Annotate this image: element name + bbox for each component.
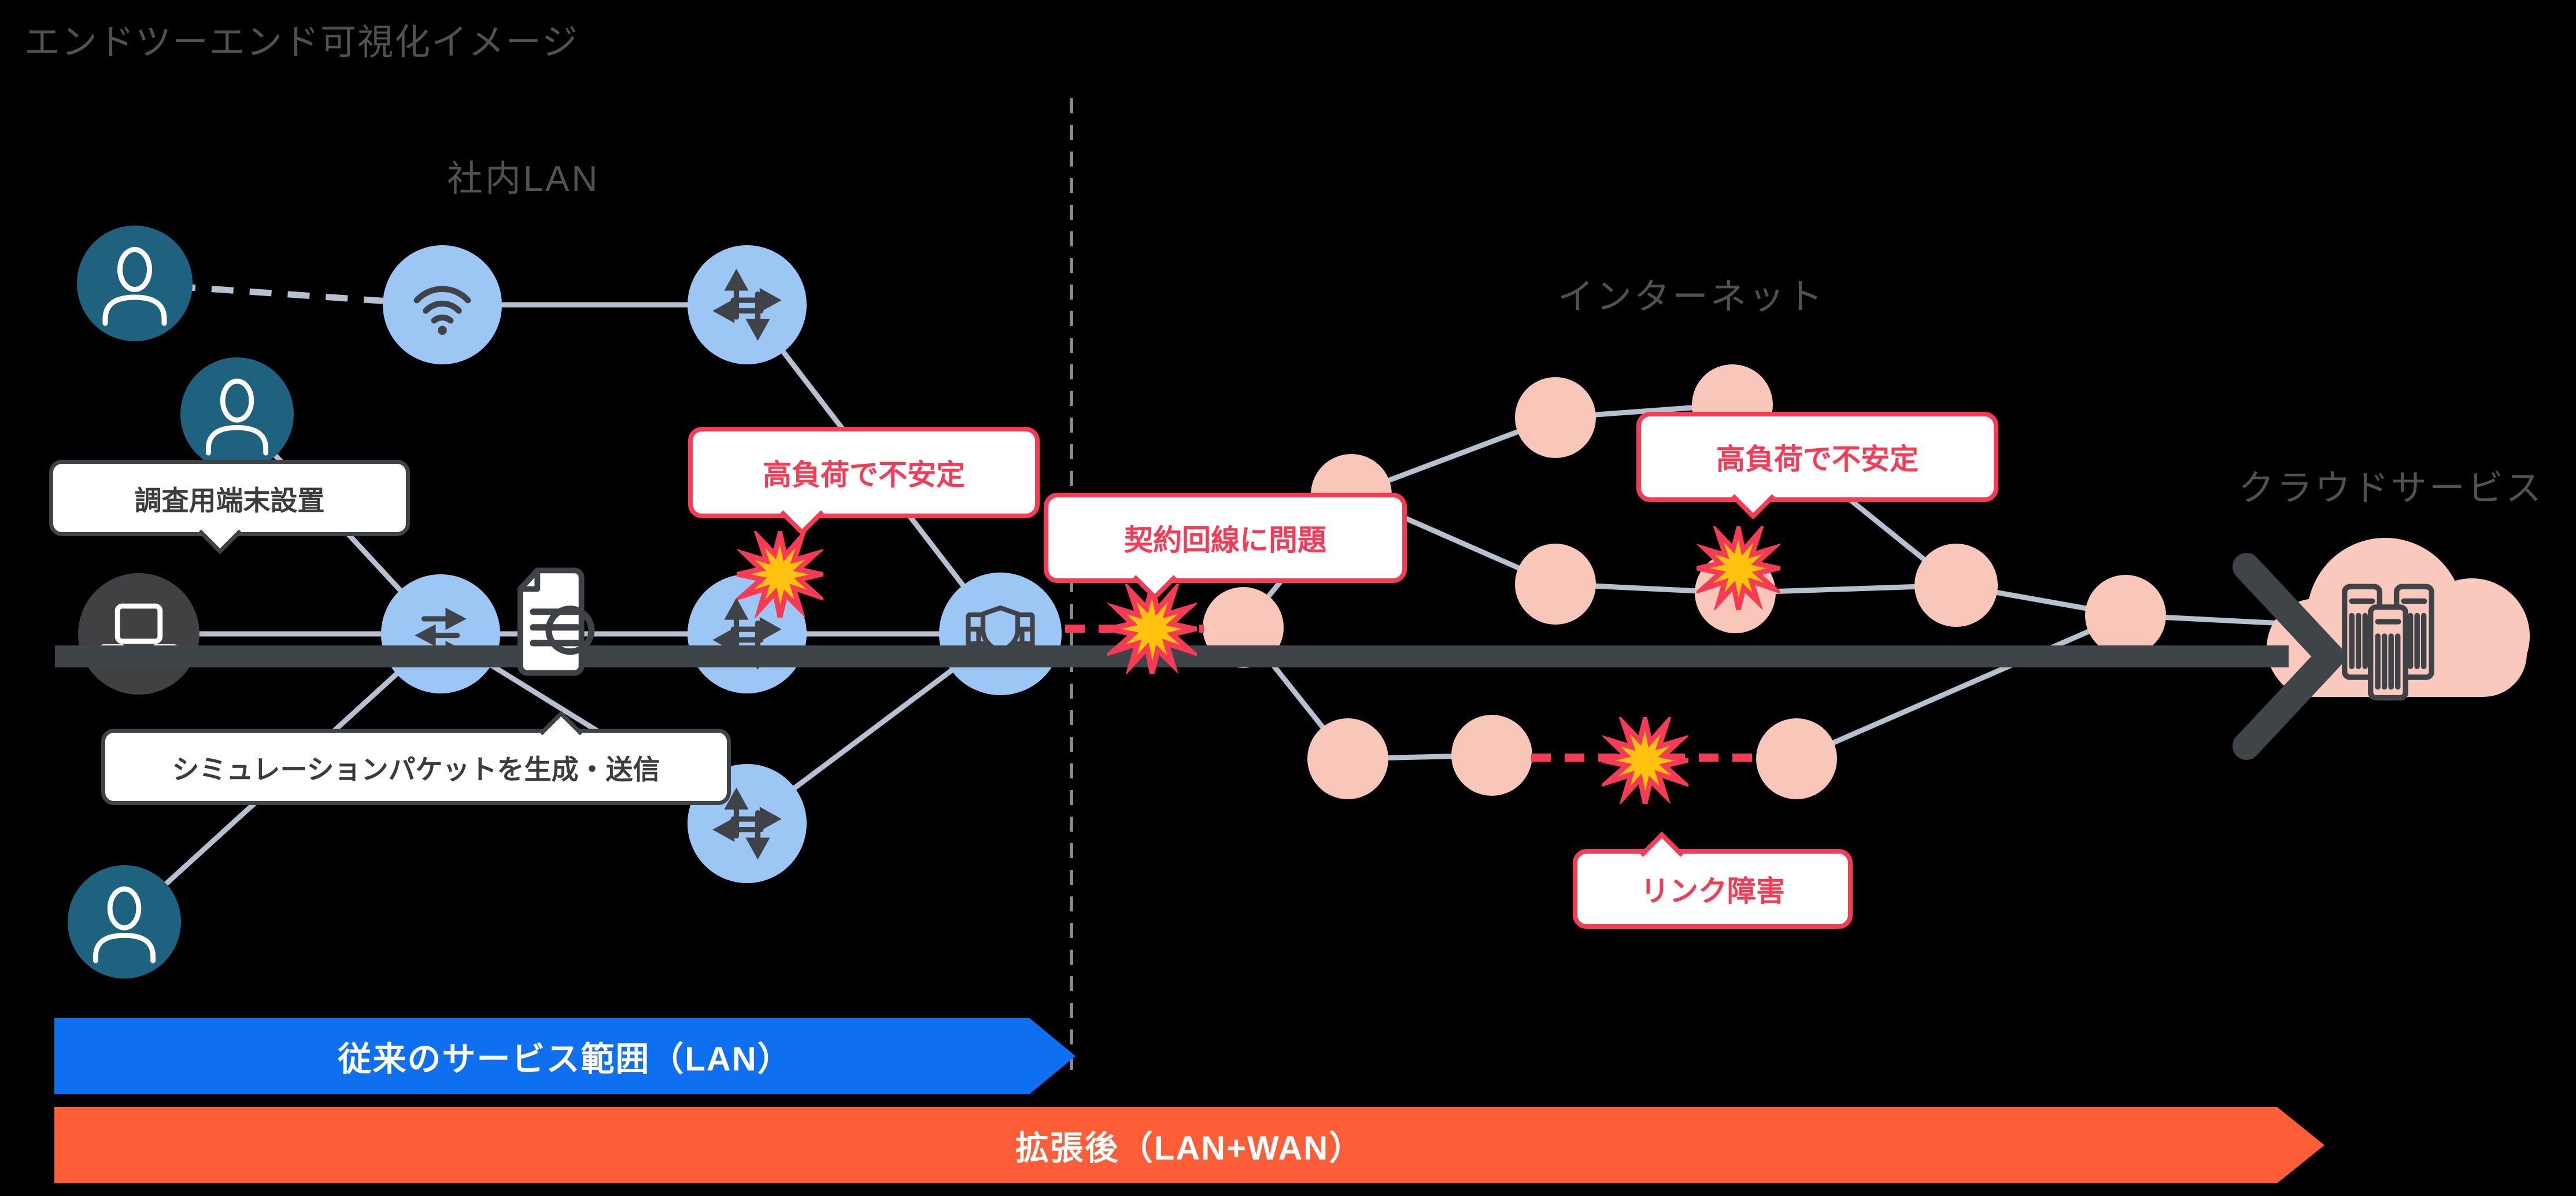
label-internet: インターネット [1557, 277, 1825, 317]
node-probe-laptop [78, 573, 199, 695]
firewall-icon [966, 605, 1035, 661]
label-lan: 社内LAN [446, 159, 600, 199]
callout-simulation: シミュレーションパケットを生成・送信 [101, 711, 731, 805]
packet-document-icon [517, 567, 604, 676]
person-icon [205, 378, 269, 456]
callout-terminal-text: 調査用端末設置 [134, 485, 325, 516]
callout-high-load-lan: 高負荷で不安定 [688, 427, 1040, 536]
legend-bar-lan-text: 従来のサービス範囲（LAN） [338, 1040, 792, 1078]
node-user-1 [77, 226, 193, 341]
cloud-servers-icon [2342, 584, 2434, 701]
node-router-top [688, 245, 807, 364]
node-user-3 [68, 865, 181, 979]
path-arrowhead [2233, 553, 2344, 760]
callout-simulation-text: シミュレーションパケットを生成・送信 [172, 754, 660, 785]
node-switch [381, 574, 500, 693]
node-internet-k [2085, 575, 2166, 656]
label-cloud: クラウドサービス [2238, 468, 2544, 508]
node-internet-h [1307, 718, 1388, 799]
legend-bar-wan: 拡張後（LAN+WAN） [54, 1107, 2324, 1183]
legend-bar-wan-text: 拡張後（LAN+WAN） [1015, 1129, 1364, 1167]
callout-high-load-internet-text: 高負荷で不安定 [1716, 443, 1919, 475]
legend-bar-lan: 従来のサービス範囲（LAN） [54, 1018, 1076, 1094]
node-internet-f [1915, 544, 1998, 627]
explosion-icon [737, 531, 823, 618]
person-icon [93, 886, 156, 964]
node-firewall [939, 573, 1062, 695]
callout-high-load-internet: 高負荷で不安定 [1636, 412, 1998, 520]
explosion-icon [1602, 717, 1688, 804]
explosion-icon [1107, 584, 1197, 674]
callout-link-failure-text: リンク障害 [1640, 875, 1785, 907]
wifi-icon [413, 286, 471, 335]
edge-j-k [1795, 612, 2127, 762]
node-internet-a [1515, 377, 1596, 458]
node-internet-j [1756, 718, 1837, 799]
node-internet-i [1451, 715, 1532, 796]
node-wifi-ap [383, 245, 502, 364]
page-title: エンドツーエンド可視化イメージ [24, 23, 579, 62]
callout-high-load-lan-text: 高負荷で不安定 [763, 459, 965, 491]
callout-terminal: 調査用端末設置 [49, 460, 410, 554]
callout-line-problem-text: 契約回線に問題 [1124, 524, 1326, 556]
person-icon [102, 247, 167, 326]
node-user-2 [180, 357, 294, 471]
router-icon [712, 787, 782, 860]
router-icon [712, 268, 782, 341]
callout-line-problem: 契約回線に問題 [1044, 493, 1407, 601]
callout-link-failure: リンク障害 [1573, 831, 1853, 929]
explosion-icon [1697, 526, 1780, 610]
node-internet-d [1515, 544, 1596, 625]
